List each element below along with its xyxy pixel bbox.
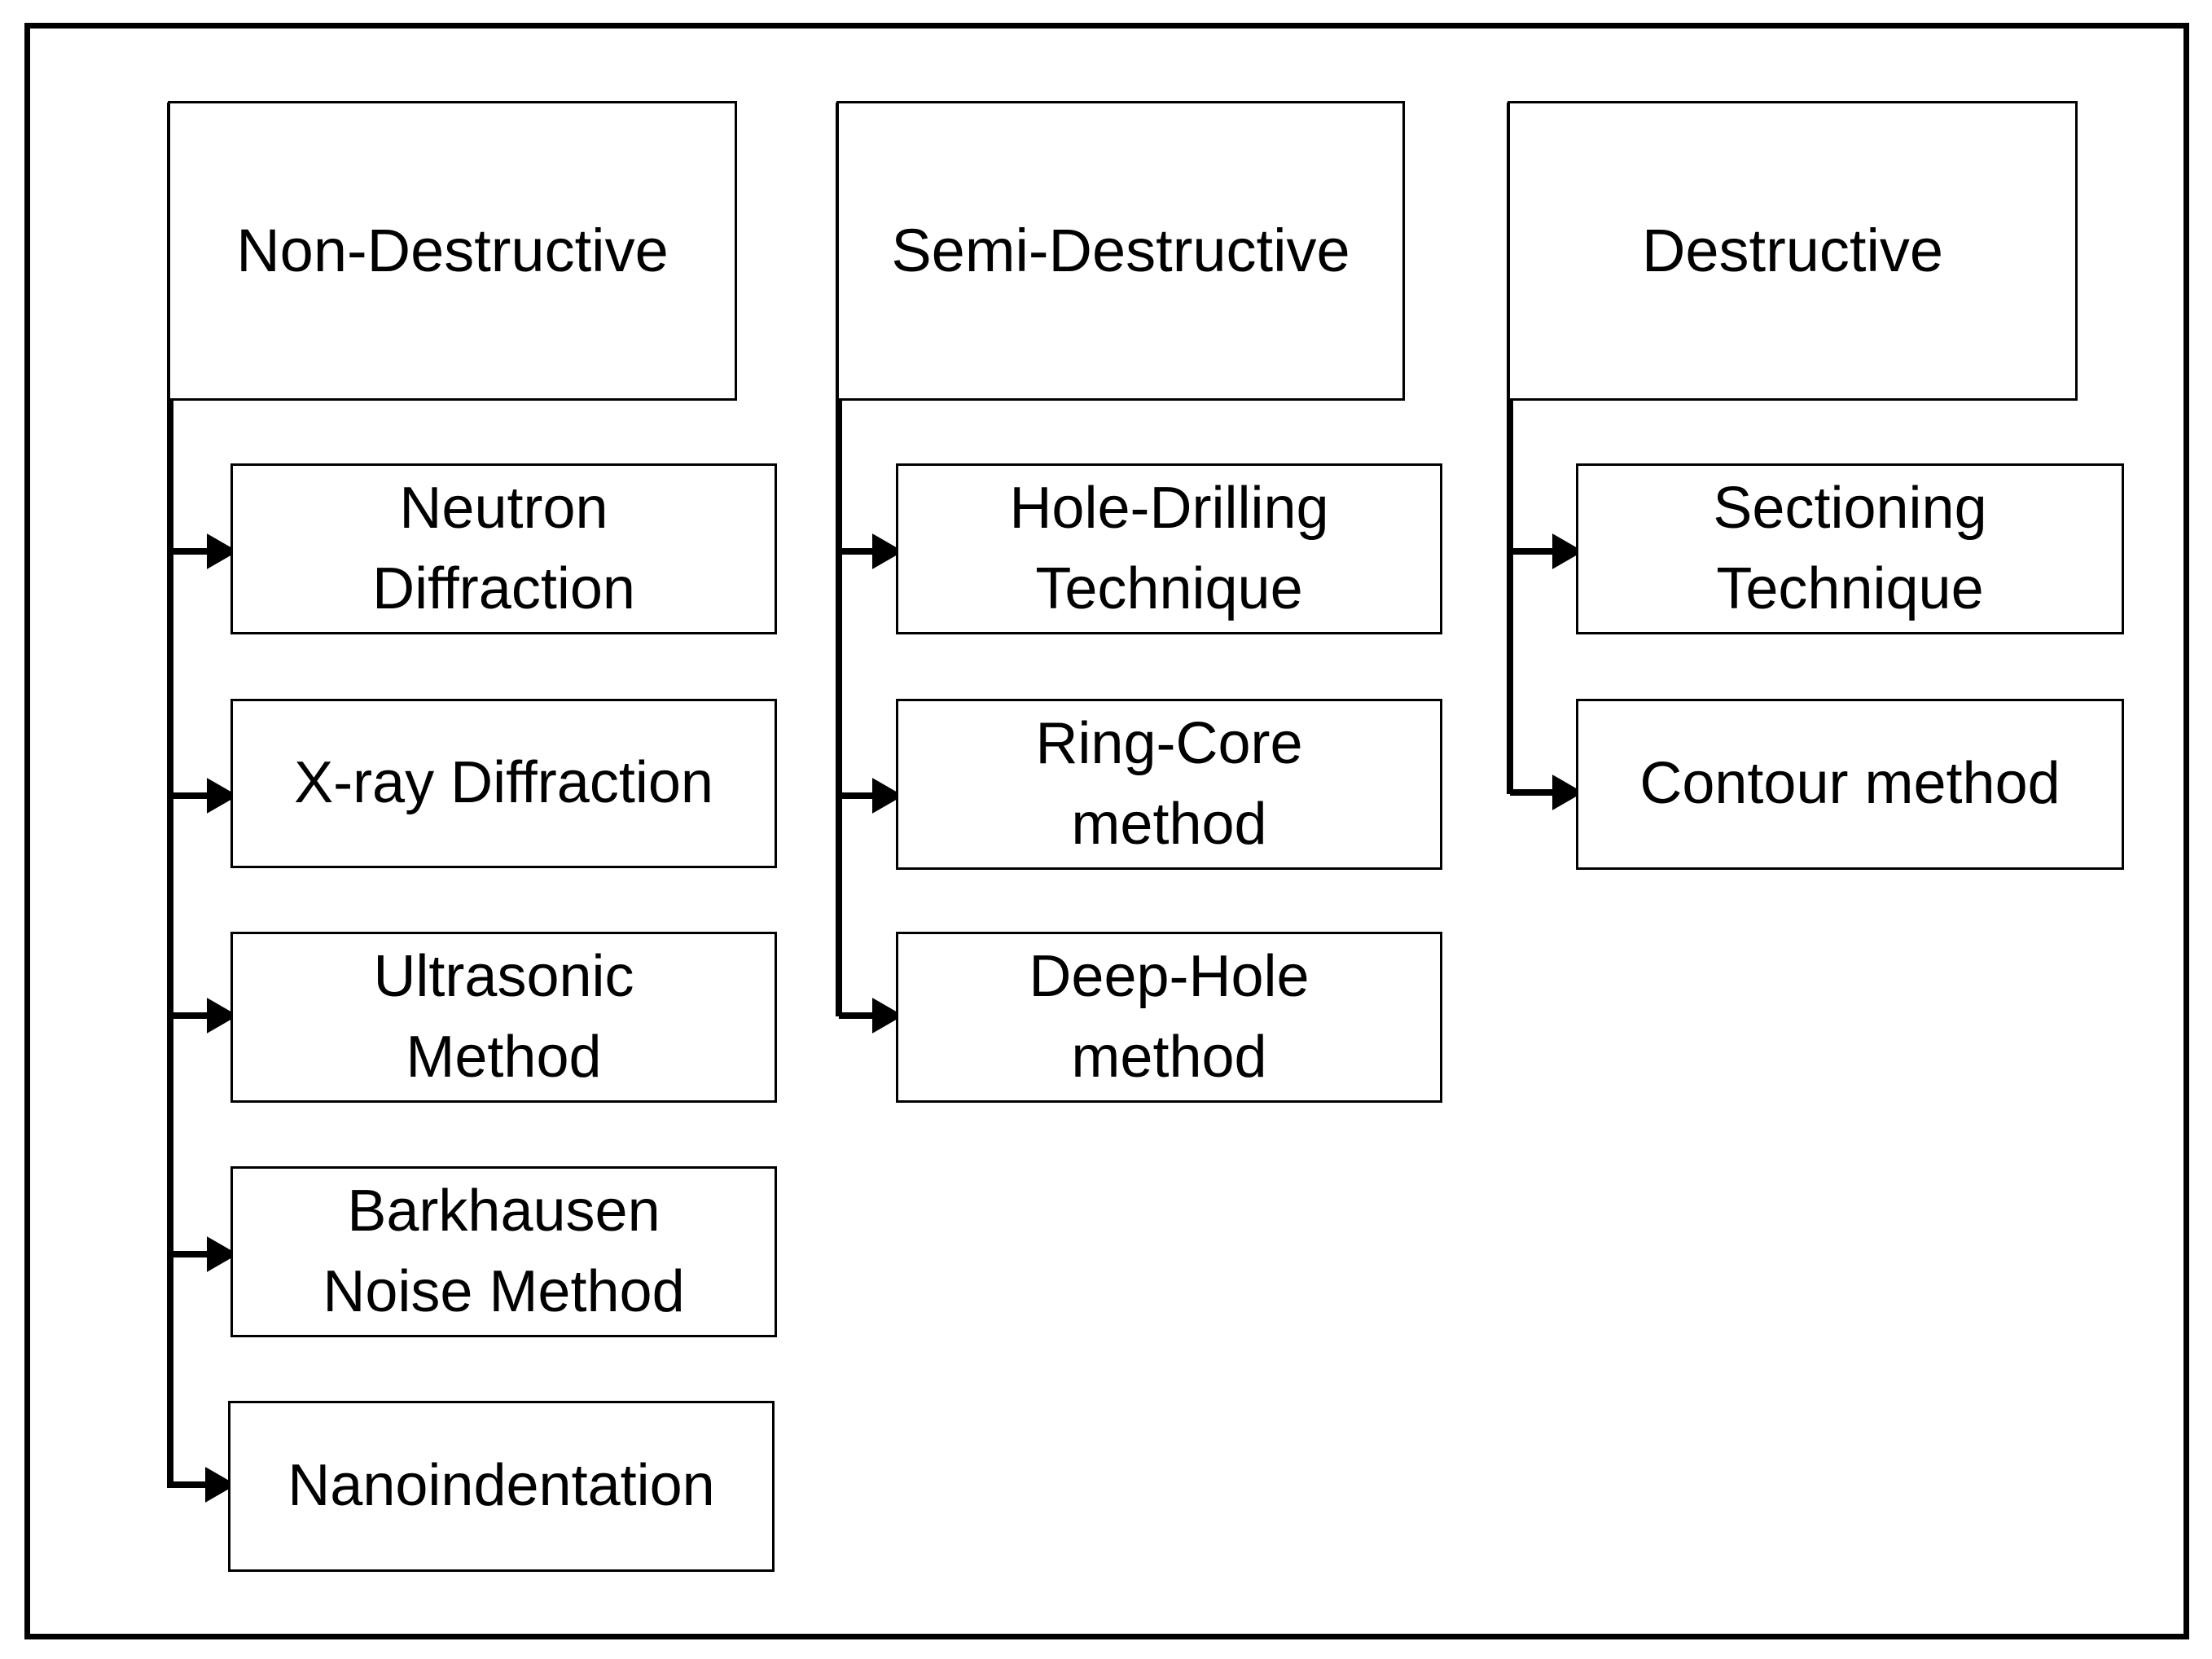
method-box-deep-hole-method: Deep-Hole method [896,932,1442,1103]
category-box-non-destructive: Non-Destructive [168,101,737,401]
method-label: Barkhausen Noise Method [323,1178,685,1324]
method-label: Hole-Drilling Technique [1009,475,1329,621]
method-box-ring-core-method: Ring-Core method [896,699,1442,870]
category-label: Destructive [1641,216,1944,284]
method-box-contour-method: Contour method [1576,699,2124,870]
method-box-hole-drilling-technique: Hole-Drilling Technique [896,463,1442,634]
method-box-nanoindentation: Nanoindentation [228,1401,775,1572]
method-label: Ultrasonic Method [373,943,634,1090]
method-label: Deep-Hole method [1029,943,1310,1090]
category-label: Semi-Destructive [891,216,1350,284]
method-label: Nanoindentation [287,1453,715,1519]
method-label: Ring-Core method [1035,710,1303,857]
category-box-semi-destructive: Semi-Destructive [836,101,1405,401]
method-box-x-ray-diffraction: X-ray Diffraction [230,699,777,868]
method-label: Contour method [1639,751,2061,817]
method-box-barkhausen-noise-method: Barkhausen Noise Method [230,1166,777,1337]
category-box-destructive: Destructive [1508,101,2078,401]
method-box-ultrasonic-method: Ultrasonic Method [230,932,777,1103]
method-label: Neutron Diffraction [372,475,635,621]
method-label: X-ray Diffraction [294,750,713,816]
category-label: Non-Destructive [236,216,669,284]
method-box-sectioning-technique: Sectioning Technique [1576,463,2124,634]
method-box-neutron-diffraction: Neutron Diffraction [230,463,777,634]
method-label: Sectioning Technique [1713,475,1987,621]
